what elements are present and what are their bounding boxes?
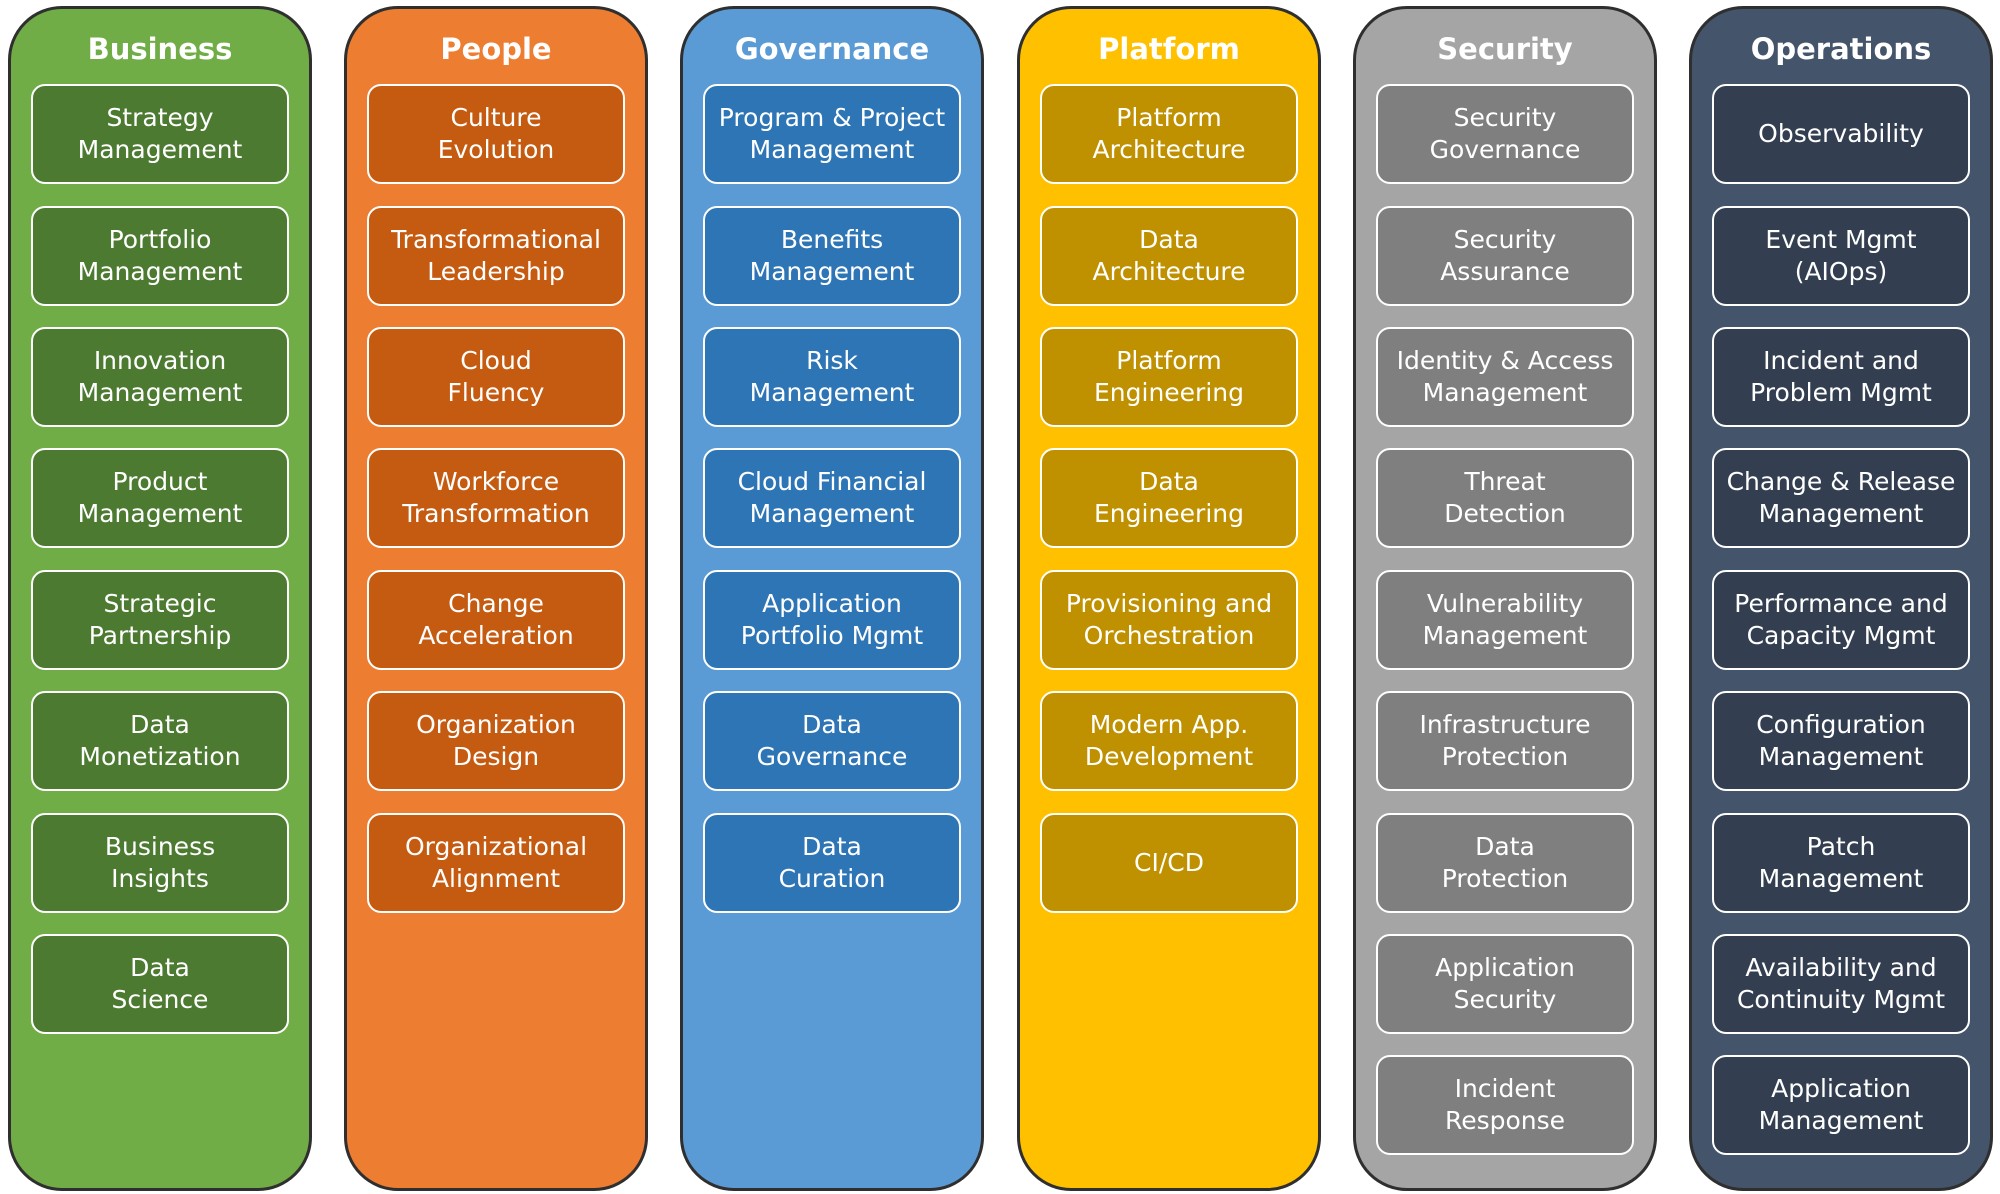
capability-card: Organization Design bbox=[367, 691, 625, 791]
capability-card: Transformational Leadership bbox=[367, 206, 625, 306]
capability-card: Data Protection bbox=[1376, 813, 1634, 913]
column-title: People bbox=[440, 32, 552, 66]
capability-card: Data Engineering bbox=[1040, 448, 1298, 548]
capability-card: Innovation Management bbox=[31, 327, 289, 427]
column-title: Business bbox=[87, 32, 233, 66]
capability-card: Risk Management bbox=[703, 327, 961, 427]
capability-card: Strategy Management bbox=[31, 84, 289, 184]
capability-card: Incident and Problem Mgmt bbox=[1712, 327, 1970, 427]
capability-card: Business Insights bbox=[31, 813, 289, 913]
capability-card: Application Portfolio Mgmt bbox=[703, 570, 961, 670]
capability-card: Identity & Access Management bbox=[1376, 327, 1634, 427]
capability-card: Availability and Continuity Mgmt bbox=[1712, 934, 1970, 1034]
capability-card: Platform Architecture bbox=[1040, 84, 1298, 184]
column-title: Security bbox=[1437, 32, 1573, 66]
capability-card: Change & Release Management bbox=[1712, 448, 1970, 548]
capability-card: Change Acceleration bbox=[367, 570, 625, 670]
capability-card: Data Curation bbox=[703, 813, 961, 913]
capability-card: Patch Management bbox=[1712, 813, 1970, 913]
capability-card: Modern App. Development bbox=[1040, 691, 1298, 791]
capability-card: Culture Evolution bbox=[367, 84, 625, 184]
capability-card: Infrastructure Protection bbox=[1376, 691, 1634, 791]
capability-card: Vulnerability Management bbox=[1376, 570, 1634, 670]
capability-card: Provisioning and Orchestration bbox=[1040, 570, 1298, 670]
capability-card: Configuration Management bbox=[1712, 691, 1970, 791]
capability-card: Threat Detection bbox=[1376, 448, 1634, 548]
capability-card: Data Architecture bbox=[1040, 206, 1298, 306]
capability-card: Event Mgmt (AIOps) bbox=[1712, 206, 1970, 306]
capability-card: Application Management bbox=[1712, 1055, 1970, 1155]
capability-card: Organizational Alignment bbox=[367, 813, 625, 913]
column-title: Governance bbox=[734, 32, 930, 66]
capability-card: Application Security bbox=[1376, 934, 1634, 1034]
capability-card: Data Monetization bbox=[31, 691, 289, 791]
capability-card: Security Assurance bbox=[1376, 206, 1634, 306]
capability-card: Incident Response bbox=[1376, 1055, 1634, 1155]
capability-card: Benefits Management bbox=[703, 206, 961, 306]
capability-card: Cloud Fluency bbox=[367, 327, 625, 427]
capability-card: Workforce Transformation bbox=[367, 448, 625, 548]
capability-card: Platform Engineering bbox=[1040, 327, 1298, 427]
capability-card: Strategic Partnership bbox=[31, 570, 289, 670]
capability-card: Security Governance bbox=[1376, 84, 1634, 184]
capability-card: Data Science bbox=[31, 934, 289, 1034]
capability-card: Portfolio Management bbox=[31, 206, 289, 306]
column-title: Operations bbox=[1750, 32, 1932, 66]
capability-card: Performance and Capacity Mgmt bbox=[1712, 570, 1970, 670]
capability-card: Product Management bbox=[31, 448, 289, 548]
capability-card: Data Governance bbox=[703, 691, 961, 791]
capability-card: Observability bbox=[1712, 84, 1970, 184]
capability-card: Program & Project Management bbox=[703, 84, 961, 184]
capability-card: Cloud Financial Management bbox=[703, 448, 961, 548]
capability-card: CI/CD bbox=[1040, 813, 1298, 913]
column-title: Platform bbox=[1098, 32, 1240, 66]
